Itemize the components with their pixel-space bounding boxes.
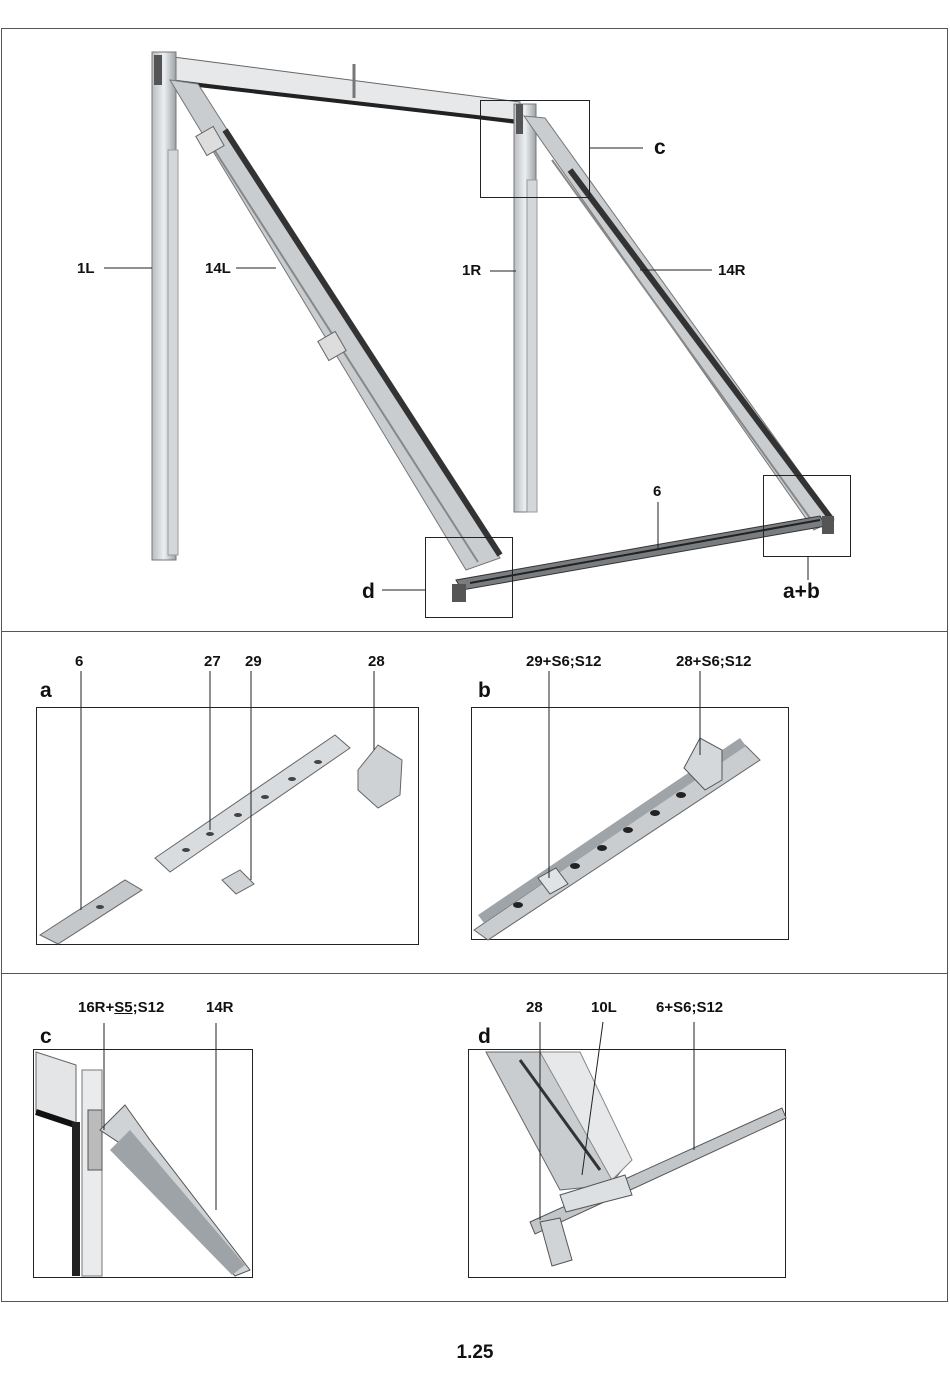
page-number: 1.25 [0, 1342, 950, 1364]
